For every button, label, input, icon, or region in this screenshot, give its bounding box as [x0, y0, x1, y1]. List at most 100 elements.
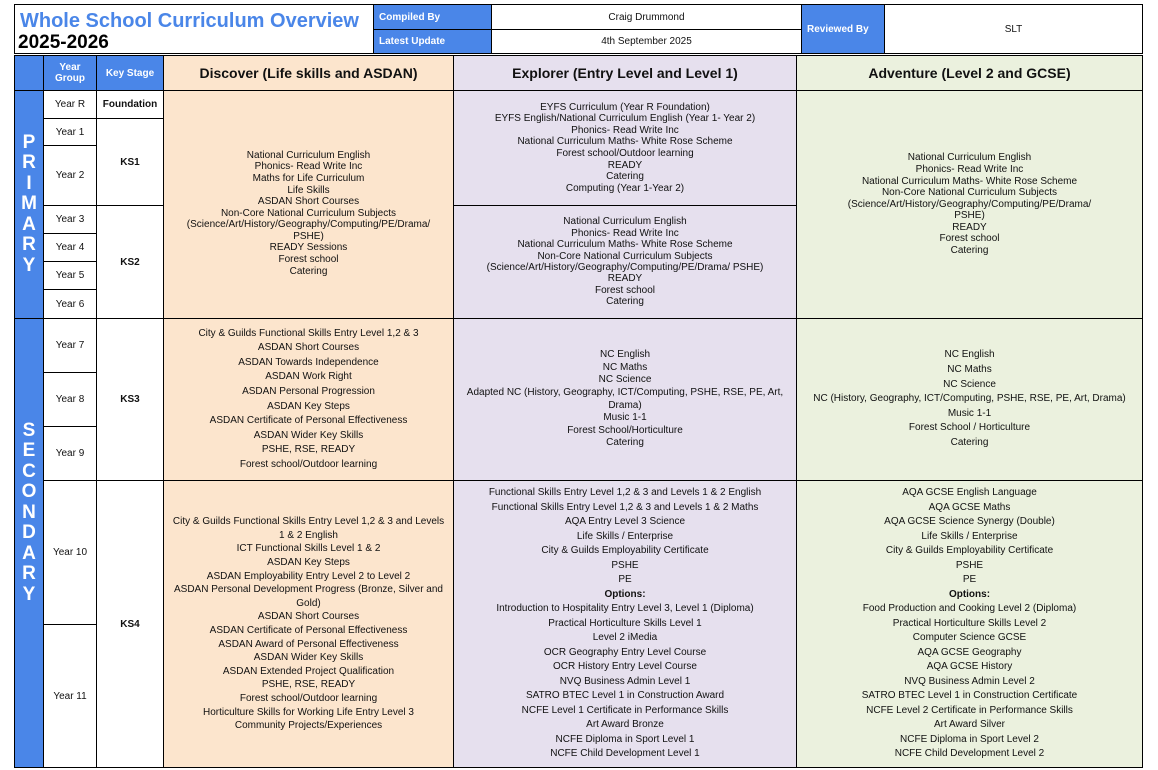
curriculum-item: Non-Core National Curriculum Subjects (S…	[847, 187, 1094, 222]
compiled-by-value: Craig Drummond	[491, 4, 802, 30]
curriculum-item: Catering	[950, 245, 989, 257]
key-stage-ks1: KS1	[96, 118, 164, 206]
curriculum-item: Forest School / Horticulture	[908, 422, 1031, 434]
curriculum-item: ASDAN Wider Key Skills	[253, 429, 364, 441]
curriculum-item: Computer Science GCSE	[912, 632, 1027, 644]
curriculum-item: AQA GCSE English Language	[902, 487, 1037, 499]
curriculum-item: NCFE Level 1 Certificate in Performance …	[521, 704, 729, 716]
year-2-cell: Year 2	[43, 145, 97, 206]
discover-header: Discover (Life skills and ASDAN)	[163, 55, 454, 91]
curriculum-item: Art Award Bronze	[586, 719, 664, 731]
curriculum-item: Music 1-1	[947, 407, 992, 419]
curriculum-item: Forest School/Horticulture	[567, 424, 683, 436]
curriculum-item: ASDAN Short Courses	[257, 611, 360, 623]
curriculum-item: Practical Horticulture Skills Level 1	[548, 617, 702, 629]
key-stage-foundation: Foundation	[96, 90, 164, 119]
year-1-cell: Year 1	[43, 118, 97, 146]
primary-phase-label: P R I M A R Y	[14, 90, 44, 319]
curriculum-item: NCFE Level 2 Certificate in Performance …	[866, 704, 1073, 716]
key-stage-ks4: KS4	[96, 480, 164, 768]
curriculum-item: NC (History, Geography, ICT/Computing, P…	[813, 393, 1126, 405]
curriculum-item: Life Skills / Enterprise	[921, 530, 1018, 542]
curriculum-item: READY	[607, 159, 643, 171]
key-stage-ks3: KS3	[96, 318, 164, 481]
curriculum-item: PE	[962, 574, 977, 586]
curriculum-item: Catering	[606, 437, 644, 449]
curriculum-item: NC English	[944, 349, 995, 361]
curriculum-item: City & Guilds Functional Skills Entry Le…	[172, 516, 447, 541]
curriculum-item: NC Maths	[947, 364, 992, 376]
curriculum-item: AQA GCSE History	[926, 661, 1013, 673]
curriculum-item: Functional Skills Entry Level 1,2 & 3 an…	[488, 487, 762, 499]
curriculum-item: Adapted NC (History, Geography, ICT/Comp…	[466, 386, 786, 411]
curriculum-item: Non-Core National Curriculum Subjects (S…	[486, 250, 764, 273]
curriculum-item: Catering	[289, 265, 328, 277]
curriculum-item: Phonics- Read Write Inc	[571, 124, 679, 136]
year-group-header: Year Group	[43, 55, 97, 91]
year-9-cell: Year 9	[43, 426, 97, 481]
curriculum-item: National Curriculum Maths- White Rose Sc…	[517, 239, 733, 251]
phase-letter: R	[22, 152, 36, 174]
curriculum-item: ASDAN Key Steps	[267, 400, 350, 412]
curriculum-item: AQA GCSE Maths	[928, 501, 1011, 513]
curriculum-item: Community Projects/Experiences	[234, 720, 383, 732]
curriculum-item: EYFS English/National Curriculum English…	[494, 113, 756, 125]
curriculum-item: ASDAN Personal Development Progress (Bro…	[173, 584, 446, 609]
ks3-adventure-cell: NC English NC Maths NC Science NC (History,…	[796, 318, 1143, 481]
year-4-cell: Year 4	[43, 233, 97, 262]
curriculum-item: Phonics- Read Write Inc	[571, 227, 679, 239]
curriculum-item: National Curriculum English	[907, 152, 1032, 164]
curriculum-item: ICT Functional Skills Level 1 & 2	[236, 543, 381, 555]
key-stage-header: Key Stage	[96, 55, 164, 91]
phase-letter: P	[22, 131, 36, 153]
curriculum-item: National Curriculum Maths- White Rose Sc…	[517, 136, 733, 148]
phase-header-cell	[14, 55, 44, 91]
year-7-cell: Year 7	[43, 318, 97, 373]
key-stage-ks2: KS2	[96, 205, 164, 319]
phase-letter: M	[21, 193, 37, 215]
curriculum-item: Music 1-1	[603, 412, 647, 424]
year-3-cell: Year 3	[43, 205, 97, 234]
phase-letter: S	[22, 419, 36, 441]
year-r-cell: Year R	[43, 90, 97, 119]
curriculum-item: Life Skills / Enterprise	[576, 530, 674, 542]
curriculum-item: ASDAN Certificate of Personal Effectiven…	[209, 415, 408, 427]
curriculum-item: READY Sessions	[269, 242, 348, 254]
curriculum-item: Functional Skills Entry Level 1,2 & 3 an…	[491, 501, 759, 513]
curriculum-item: Phonics- Read Write Inc	[254, 161, 363, 173]
curriculum-item: NCFE Diploma in Sport Level 1	[555, 733, 695, 745]
curriculum-item: NC Maths	[602, 361, 648, 373]
curriculum-item: Art Award Silver	[934, 719, 1005, 731]
curriculum-item: Forest school	[939, 233, 1000, 245]
curriculum-item: ASDAN Work Right	[265, 371, 352, 383]
curriculum-item: Maths for Life Curriculum	[252, 172, 365, 184]
curriculum-item: READY	[607, 273, 643, 285]
phase-letter: O	[21, 481, 37, 503]
curriculum-item: AQA GCSE Science Synergy (Double)	[884, 516, 1055, 528]
phase-letter: R	[22, 563, 36, 585]
phase-letter: Y	[22, 254, 36, 276]
adventure-header: Adventure (Level 2 and GCSE)	[796, 55, 1143, 91]
curriculum-item: National Curriculum English	[563, 216, 687, 228]
curriculum-item: Catering	[606, 296, 644, 308]
curriculum-item: NC Science	[943, 378, 996, 390]
curriculum-item: NCFE Diploma in Sport Level 2	[900, 733, 1039, 745]
ks4-discover-cell: City & Guilds Functional Skills Entry Le…	[163, 480, 454, 768]
primary-explorer-top-cell: EYFS Curriculum (Year R Foundation)EYFS …	[453, 90, 797, 206]
curriculum-item: Catering	[606, 171, 644, 183]
curriculum-item: NCFE Child Development Level 1	[550, 748, 700, 760]
phase-letter: R	[22, 234, 36, 256]
phase-letter: D	[22, 522, 36, 544]
curriculum-item: Life Skills	[287, 184, 330, 196]
curriculum-item: Options:	[604, 588, 646, 600]
academic-year: 2025-2026	[18, 32, 109, 53]
curriculum-item: NVQ Business Admin Level 1	[559, 675, 691, 687]
reviewed-by-value: SLT	[884, 4, 1143, 54]
curriculum-item: National Curriculum Maths- White Rose Sc…	[861, 175, 1078, 187]
curriculum-item: ASDAN Key Steps	[267, 557, 350, 569]
curriculum-item: ASDAN Employability Entry Level 2 to Lev…	[206, 570, 411, 582]
ks4-explorer-cell: Functional Skills Entry Level 1,2 & 3 an…	[453, 480, 797, 768]
